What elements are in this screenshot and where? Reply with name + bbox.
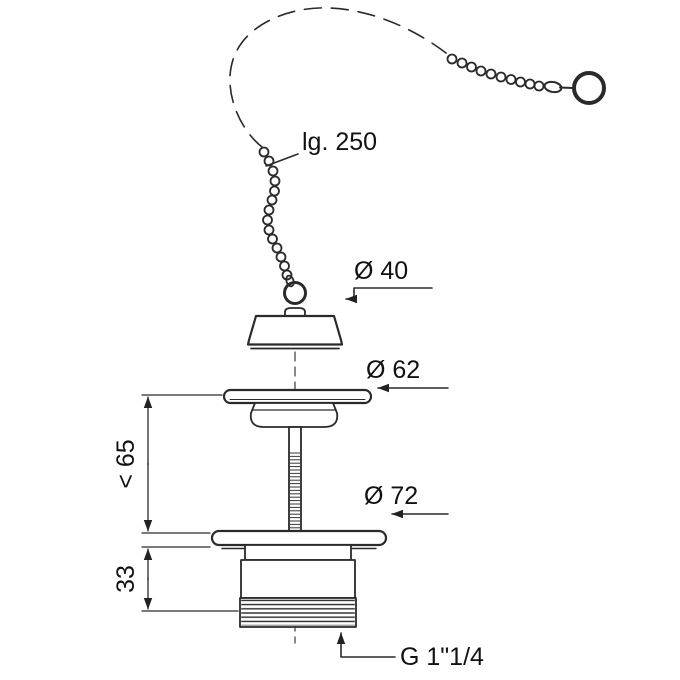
chain-dashed-curve <box>229 7 451 148</box>
plug-body <box>246 314 344 346</box>
plug-cap <box>284 307 306 317</box>
strainer-cup <box>249 402 339 428</box>
dimension-thread-size <box>336 632 396 658</box>
chain-length-label: lg. 250 <box>302 128 377 156</box>
flange-diameter-label: Ø 72 <box>364 482 418 510</box>
drain-body <box>239 544 357 628</box>
grid-diameter-label: Ø 62 <box>366 356 420 384</box>
threaded-rod <box>288 426 302 534</box>
strainer-grid <box>222 388 373 428</box>
dimension-chain-length <box>265 153 299 167</box>
dimension-max-height <box>141 394 223 534</box>
thread-size-label: G 1"1/4 <box>400 643 484 671</box>
flange-plate <box>210 529 388 547</box>
chain-length-leader <box>265 153 299 167</box>
dimension-plug-diameter <box>345 287 433 304</box>
body-height-label: 33 <box>112 565 140 593</box>
body-threads <box>241 599 355 626</box>
max-height-label: < 65 <box>112 439 140 488</box>
chain-beads-left <box>258 146 293 281</box>
body-main <box>240 559 356 599</box>
rod-threads <box>289 452 301 531</box>
body-collar <box>244 544 352 561</box>
dimension-body-height <box>141 546 239 612</box>
chain-beads-right <box>446 53 545 92</box>
plug <box>246 274 344 350</box>
plug-diameter-leader <box>345 287 433 304</box>
plug-ring <box>283 281 307 305</box>
chain-clip-link <box>559 86 574 89</box>
plug-chain-hook <box>285 274 295 288</box>
plug-diameter-label: Ø 40 <box>354 257 408 285</box>
chain-ring <box>572 71 606 105</box>
chain <box>229 7 606 281</box>
thread-size-leader <box>336 632 396 658</box>
strainer-plate <box>222 388 373 405</box>
